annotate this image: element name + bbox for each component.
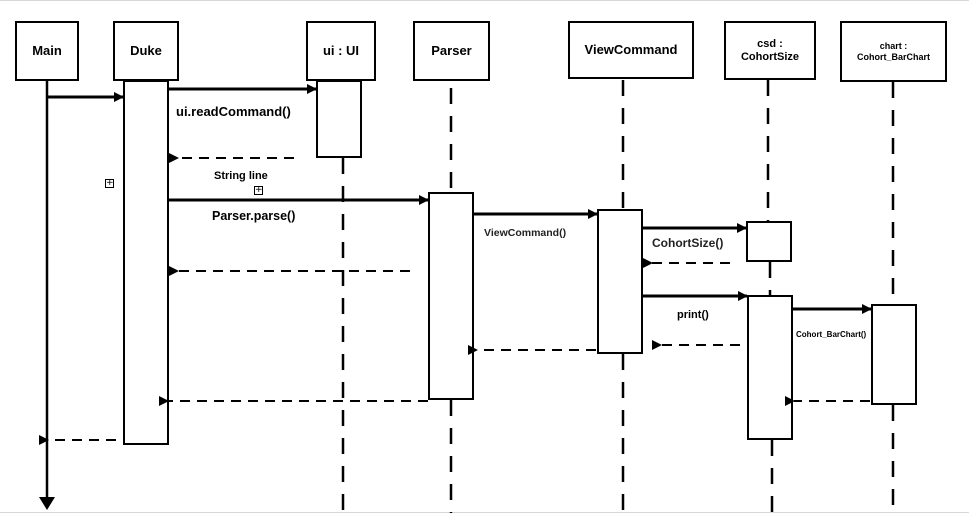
participant-csd-name: csd : [757,37,783,50]
csd-activation-1 [746,221,792,262]
duke-activation [123,80,169,445]
viewcommand-activation [597,209,643,354]
read-command-label: ui.readCommand() [176,104,291,119]
participant-chart-type: Cohort_BarChart [856,51,930,62]
participant-viewcommand: ViewCommand [568,21,694,79]
parser-parse-label: Parser.parse() [212,209,296,223]
participant-duke-label: Duke [130,42,162,58]
parser-activation [428,192,474,400]
participant-ui: ui : UI [306,21,376,81]
participant-parser: Parser [413,21,490,81]
expand-plus-icon[interactable]: + [105,178,114,188]
participant-parser-label: Parser [431,42,472,58]
chart-activation [871,304,917,405]
print-label: print() [677,309,709,321]
participant-chart: chart : Cohort_BarChart [840,21,947,82]
participant-chart-name: chart : [879,41,908,52]
csd-activation-2 [747,295,793,440]
main-lifeline-end-arrow [39,497,55,510]
expand-plus-icon[interactable]: + [254,185,263,195]
participant-main-label: Main [32,42,62,58]
participant-ui-label: ui : UI [322,42,360,58]
participant-main: Main [15,21,79,81]
string-line-label: String line [214,170,268,182]
participant-viewcommand-label: ViewCommand [584,41,678,57]
ui-activation [316,80,362,158]
cohort-barchart-label: Cohort_BarChart() [796,330,867,339]
participant-csd: csd : CohortSize [724,21,816,80]
participant-csd-type: CohortSize [740,50,800,63]
view-command-label: ViewCommand() [484,227,567,239]
participant-duke: Duke [113,21,179,81]
cohort-size-label: CohortSize() [652,236,724,250]
